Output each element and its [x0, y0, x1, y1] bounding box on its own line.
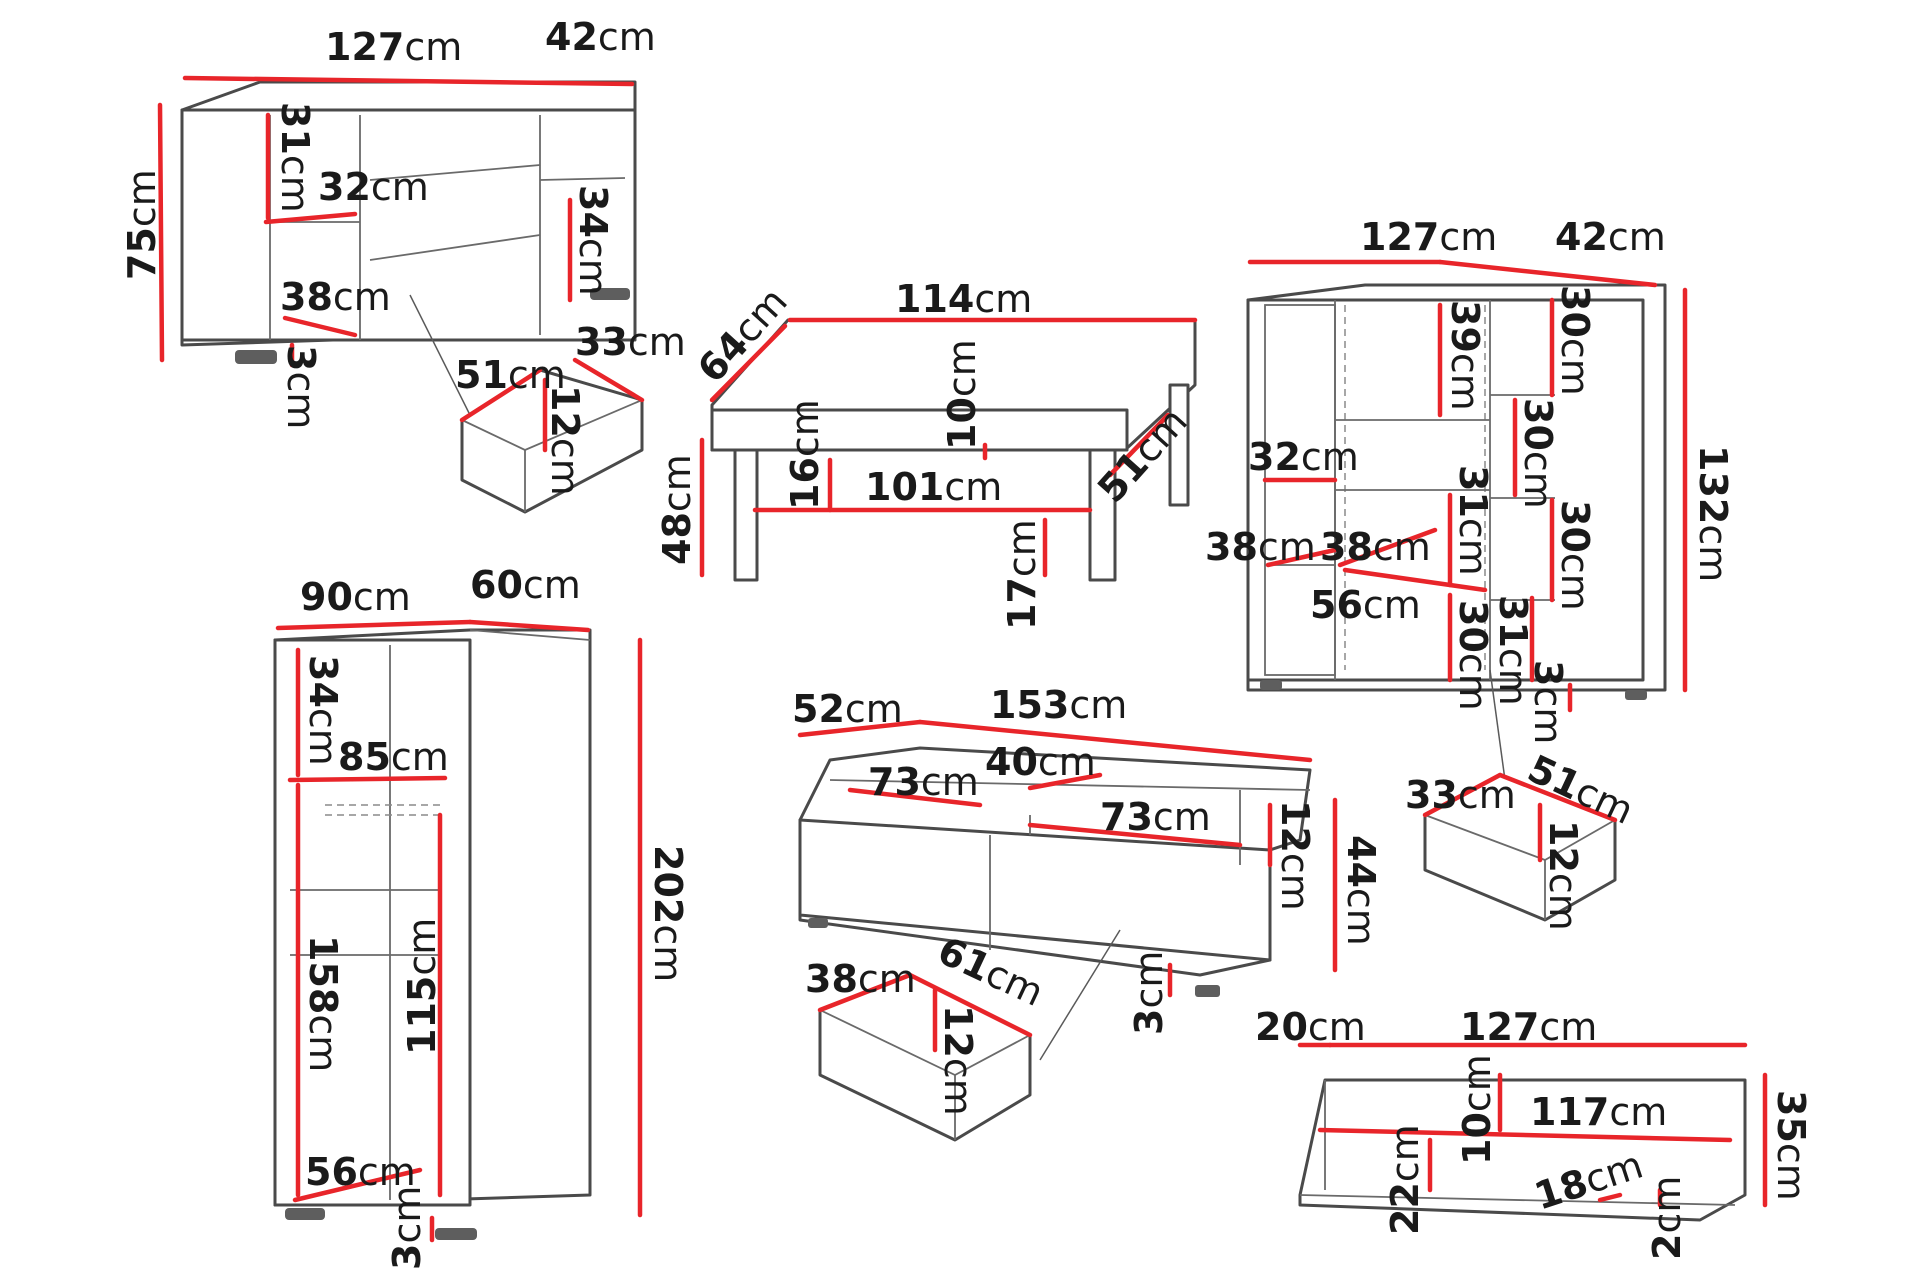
tv-stand-top-depth-label: 40cm [985, 740, 1096, 784]
wall-shelf-height-label: 35cm [1769, 1090, 1813, 1201]
sideboard-drawer-width-label: 51cm [455, 353, 566, 397]
tv-stand-right-shelf-label: 73cm [1100, 795, 1211, 839]
tv-stand-depth-label: 52cm [792, 687, 903, 731]
display-cabinet-middle-depth-label: 38cm [1320, 525, 1431, 569]
sideboard-foot-label: 3cm [279, 345, 323, 429]
display-cabinet-middle-height-label: 31cm [1451, 465, 1495, 576]
coffee-table-shelf-gap-label: 16cm [783, 399, 827, 510]
wall-shelf-inner-width-label: 117cm [1530, 1090, 1667, 1134]
wardrobe-depth-label: 60cm [470, 563, 581, 607]
wardrobe [273, 619, 643, 1243]
display-cabinet-top-shelf-label: 39cm [1443, 300, 1487, 411]
display-cabinet-inner-width-label: 56cm [1310, 583, 1421, 627]
display-cabinet-right-shelf-2-label: 30cm [1516, 398, 1560, 509]
tv-stand-left-shelf-label: 73cm [868, 760, 979, 804]
wall-shelf-gap-label: 10cm [1455, 1054, 1499, 1165]
display-cabinet-bottom-right-label: 31cm [1491, 595, 1535, 706]
sideboard-depth-label: 42cm [545, 15, 656, 59]
sideboard-depth-inner-label: 38cm [280, 275, 391, 319]
tv-stand-height-label: 44cm [1339, 835, 1383, 946]
display-cabinet-left-depth-label: 38cm [1205, 525, 1316, 569]
sideboard-shelf-height-label: 31cm [273, 102, 317, 213]
wardrobe-width-label: 90cm [300, 575, 411, 619]
coffee-table-top-thickness-label: 10cm [940, 339, 984, 450]
wardrobe-top-shelf-label: 34cm [301, 655, 345, 766]
tv-stand-shelf-height-label: 12cm [1273, 800, 1317, 911]
sideboard-height-label: 75cm [120, 169, 164, 280]
wardrobe-inner-width-label: 85cm [338, 735, 449, 779]
wall-shelf-thickness-label: 2cm [1645, 1176, 1689, 1260]
display-cabinet-drawer [1422, 772, 1618, 922]
display-cabinet-depth-label: 42cm [1555, 215, 1666, 259]
sideboard-right-height-label: 34cm [571, 185, 615, 296]
display-cabinet-right-shelf-3-label: 30cm [1553, 500, 1597, 611]
coffee-table-leg-label: 17cm [1000, 519, 1044, 630]
coffee-table-shelf-width-label: 101cm [865, 465, 1002, 509]
tv-stand [797, 719, 1338, 1061]
sideboard-drawer [459, 357, 645, 514]
sideboard [157, 75, 637, 416]
tv-stand-foot-label: 3cm [1127, 951, 1171, 1035]
sideboard-width-label: 127cm [325, 25, 462, 69]
display-cabinet-drawer-depth-label: 33cm [1405, 773, 1516, 817]
display-cabinet-height-label: 132cm [1691, 445, 1735, 582]
wardrobe-height-label: 202cm [646, 845, 690, 982]
sideboard-drawer-depth-label: 33cm [575, 320, 686, 364]
display-cabinet-left-shelf-label: 32cm [1248, 435, 1359, 479]
sideboard-shelf-width-label: 32cm [318, 165, 429, 209]
wardrobe-foot-label: 3cm [385, 1186, 429, 1270]
tv-stand-drawer [817, 972, 1033, 1142]
display-cabinet-drawer-height-label: 12cm [1541, 820, 1585, 931]
wardrobe-inner-depth-label: 56cm [305, 1150, 416, 1194]
display-cabinet-bottom-height-label: 30cm [1451, 600, 1495, 711]
tv-stand-drawer-height-label: 12cm [936, 1005, 980, 1116]
wall-shelf [1297, 1042, 1768, 1222]
coffee-table-width-label: 114cm [895, 277, 1032, 321]
display-cabinet-right-shelf-1-label: 30cm [1553, 285, 1597, 396]
tv-stand-width-label: 153cm [990, 683, 1127, 727]
display-cabinet-foot-label: 3cm [1526, 660, 1570, 744]
wall-shelf-width-label: 127cm [1460, 1005, 1597, 1049]
wall-shelf-lower-height-label: 22cm [1383, 1124, 1427, 1235]
wardrobe-hanging-height-label: 158cm [301, 935, 345, 1072]
display-cabinet [1246, 259, 1688, 781]
wardrobe-rail-height-label: 115cm [400, 918, 444, 1055]
display-cabinet-width-label: 127cm [1360, 215, 1497, 259]
sideboard-drawer-height-label: 12cm [543, 385, 587, 496]
wall-shelf-depth-label: 20cm [1255, 1005, 1366, 1049]
coffee-table [699, 317, 1198, 582]
tv-stand-drawer-depth-label: 38cm [805, 957, 916, 1001]
coffee-table-height-label: 48cm [655, 454, 699, 565]
